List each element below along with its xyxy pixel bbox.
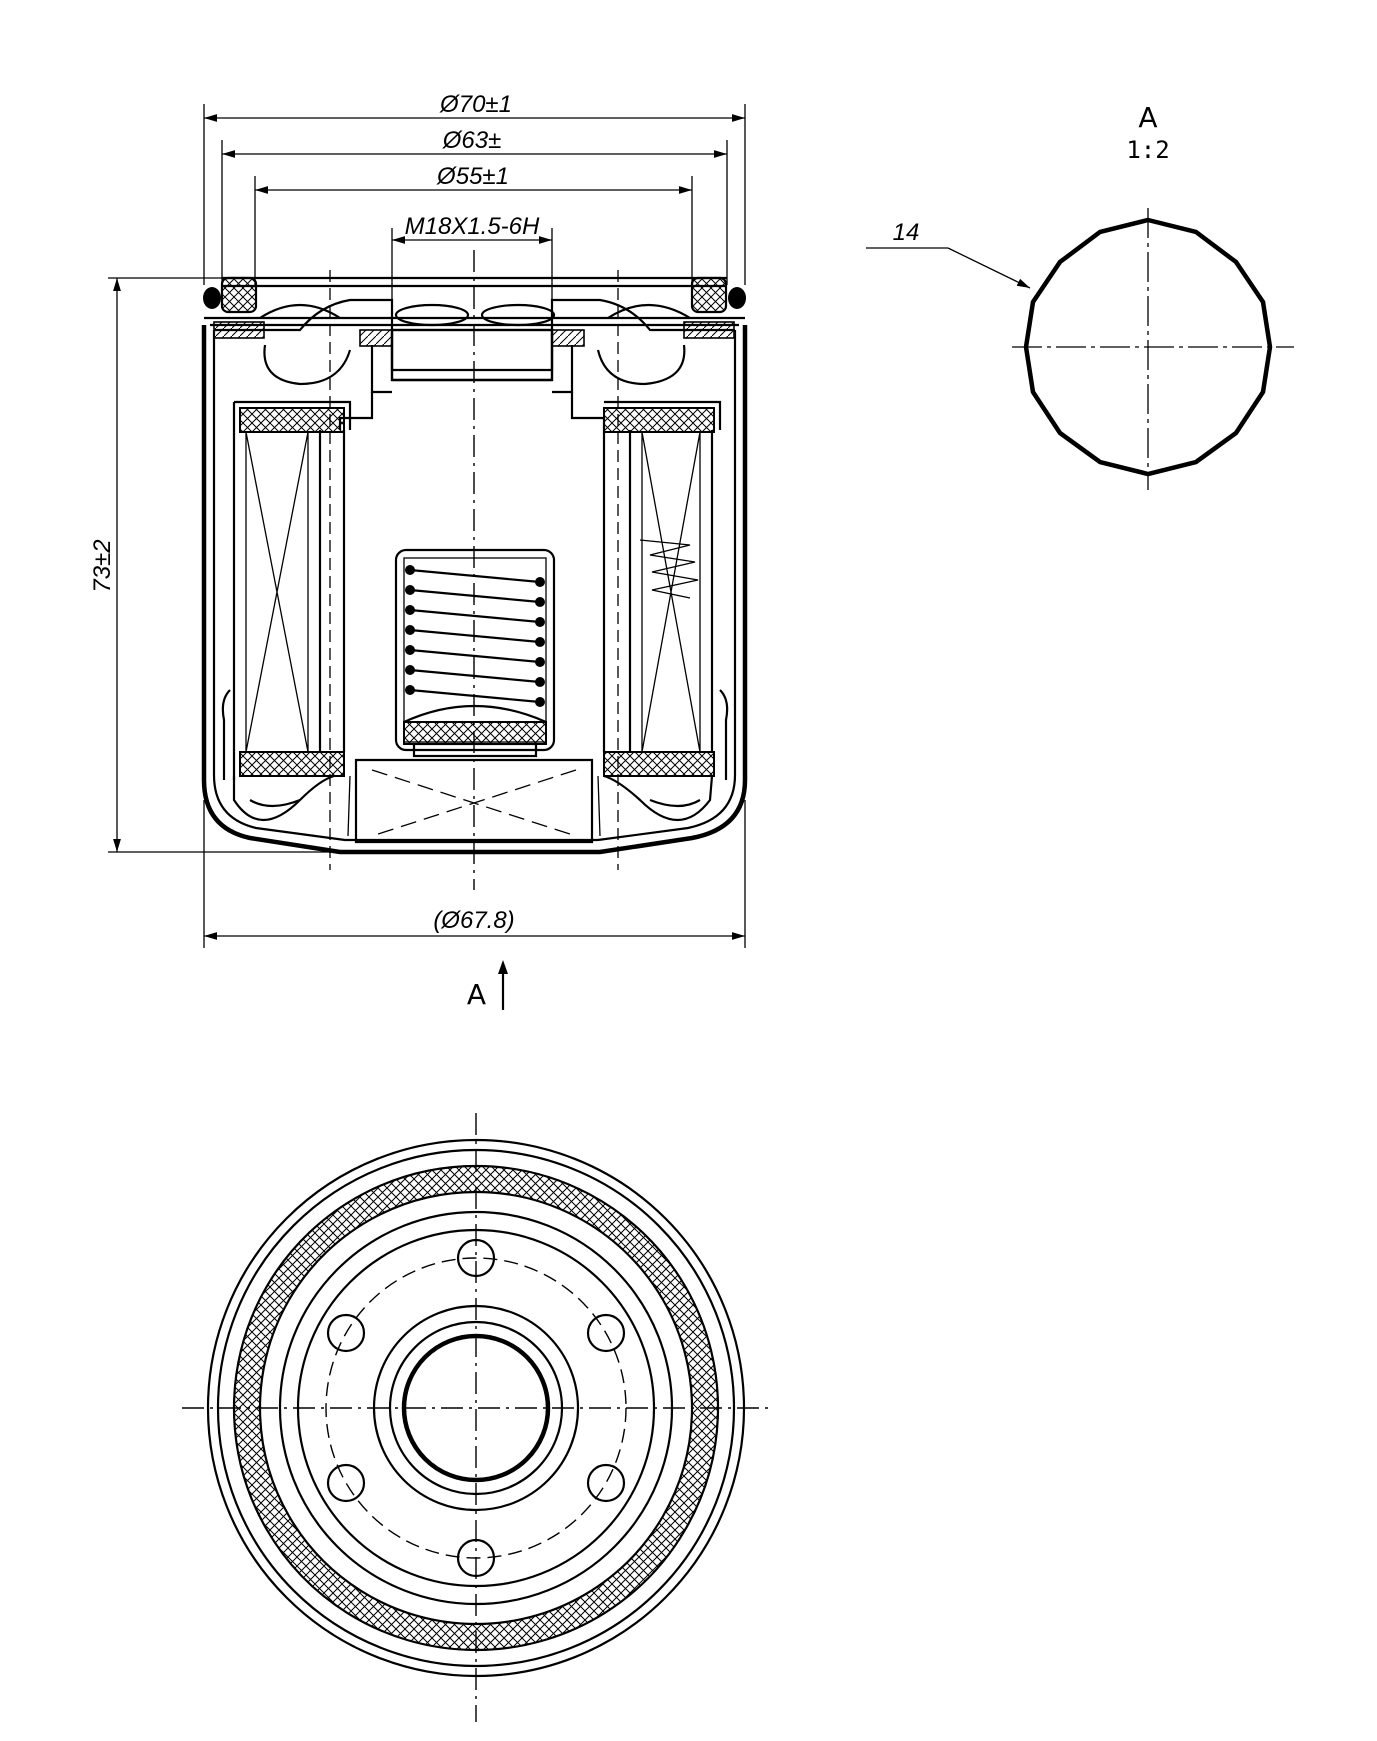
dim-outer-diameter-label: Ø70±1 <box>439 91 512 118</box>
dim-body-diameter: (Ø67.8) <box>204 907 745 940</box>
dim-thread: M18X1.5-6H <box>392 213 552 244</box>
base-plate-edge <box>296 1228 656 1588</box>
detail-view-a: A 1:2 14 <box>866 101 1294 490</box>
bottom-endcap-right <box>603 751 715 777</box>
bolt-circle <box>325 1257 627 1559</box>
top-endcap-right <box>603 407 715 433</box>
center-thread-bore <box>401 1333 551 1483</box>
section-arrow-a: A <box>467 960 508 1011</box>
dim-body-diameter-label: (Ø67.8) <box>433 907 514 934</box>
filter-media-right <box>641 431 701 753</box>
dim-inner-diameter: Ø55±1 <box>255 163 692 194</box>
bypass-valve-housing <box>394 548 556 752</box>
housing-shell <box>201 325 748 855</box>
threaded-bore <box>390 328 554 382</box>
dim-outer-diameter: Ø70±1 <box>204 91 745 122</box>
dim-gasket-diameter: Ø63± <box>222 127 727 158</box>
bypass-spring <box>405 565 545 707</box>
bottom-endcap-left <box>239 751 345 777</box>
top-endcap-left <box>239 407 345 433</box>
inlet-hole-3 <box>586 1463 626 1503</box>
gasket-ring <box>232 1164 720 1652</box>
bypass-valve-seat <box>403 721 547 745</box>
dim-inner-diameter-label: Ø55±1 <box>436 163 509 190</box>
filter-media-left <box>245 431 309 753</box>
callout-label: 14 <box>893 219 920 246</box>
gasket-right <box>690 276 728 314</box>
base-plate <box>214 298 735 372</box>
dim-thread-label: M18X1.5-6H <box>405 213 540 240</box>
cover-plate <box>222 276 727 288</box>
detail-view-scale: 1:2 <box>1126 136 1169 164</box>
dim-height: 73±2 <box>89 278 121 852</box>
detail-view-title: A <box>1138 101 1157 134</box>
inlet-hole-5 <box>326 1463 366 1503</box>
plan-view <box>182 1113 770 1722</box>
outer-rim <box>206 1138 746 1678</box>
section-view: Ø70±1 Ø63± Ø55±1 M18X1.5-6H 73±2 (Ø67.8) <box>89 91 748 1011</box>
inlet-hole-1 <box>456 1238 496 1278</box>
inlet-hole-6 <box>326 1313 366 1353</box>
inlet-hole-4 <box>456 1538 496 1578</box>
dim-height-label: 73±2 <box>89 539 116 592</box>
dim-gasket-diameter-label: Ø63± <box>442 127 502 154</box>
section-arrow-label: A <box>467 978 486 1011</box>
gasket-left <box>220 276 258 314</box>
inlet-hole-2 <box>586 1313 626 1353</box>
callout-14: 14 <box>866 219 1031 289</box>
bottom-support <box>354 758 594 844</box>
